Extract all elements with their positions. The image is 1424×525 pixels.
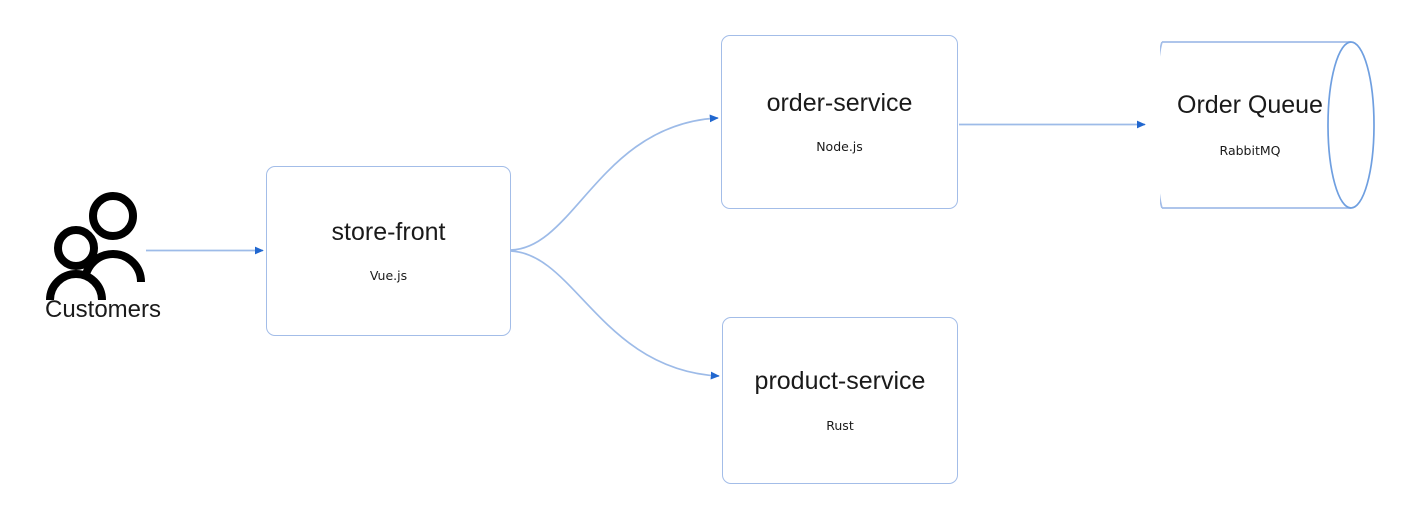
edge-store-front-to-order-service: [510, 114, 719, 251]
node-store-front-title: store-front: [331, 217, 446, 246]
node-order-queue[interactable]: Order Queue RabbitMQ: [1160, 38, 1376, 212]
node-product-service-title: product-service: [754, 367, 926, 396]
edge-store-front-to-product-service: [510, 250, 720, 380]
node-order-service[interactable]: order-service Node.js: [721, 35, 958, 209]
node-store-front[interactable]: store-front Vue.js: [266, 166, 511, 336]
actor-customers-label: Customers: [44, 296, 162, 323]
node-order-service-subtitle: Node.js: [816, 139, 863, 155]
node-order-service-title: order-service: [766, 88, 913, 117]
node-store-front-subtitle: Vue.js: [369, 268, 408, 284]
actor-customers[interactable]: Customers: [42, 190, 164, 330]
cylinder-shape: [1160, 41, 1375, 209]
two-people-icon: [46, 192, 145, 301]
node-product-service-subtitle: Rust: [826, 417, 854, 433]
node-product-service[interactable]: product-service Rust: [722, 317, 958, 484]
